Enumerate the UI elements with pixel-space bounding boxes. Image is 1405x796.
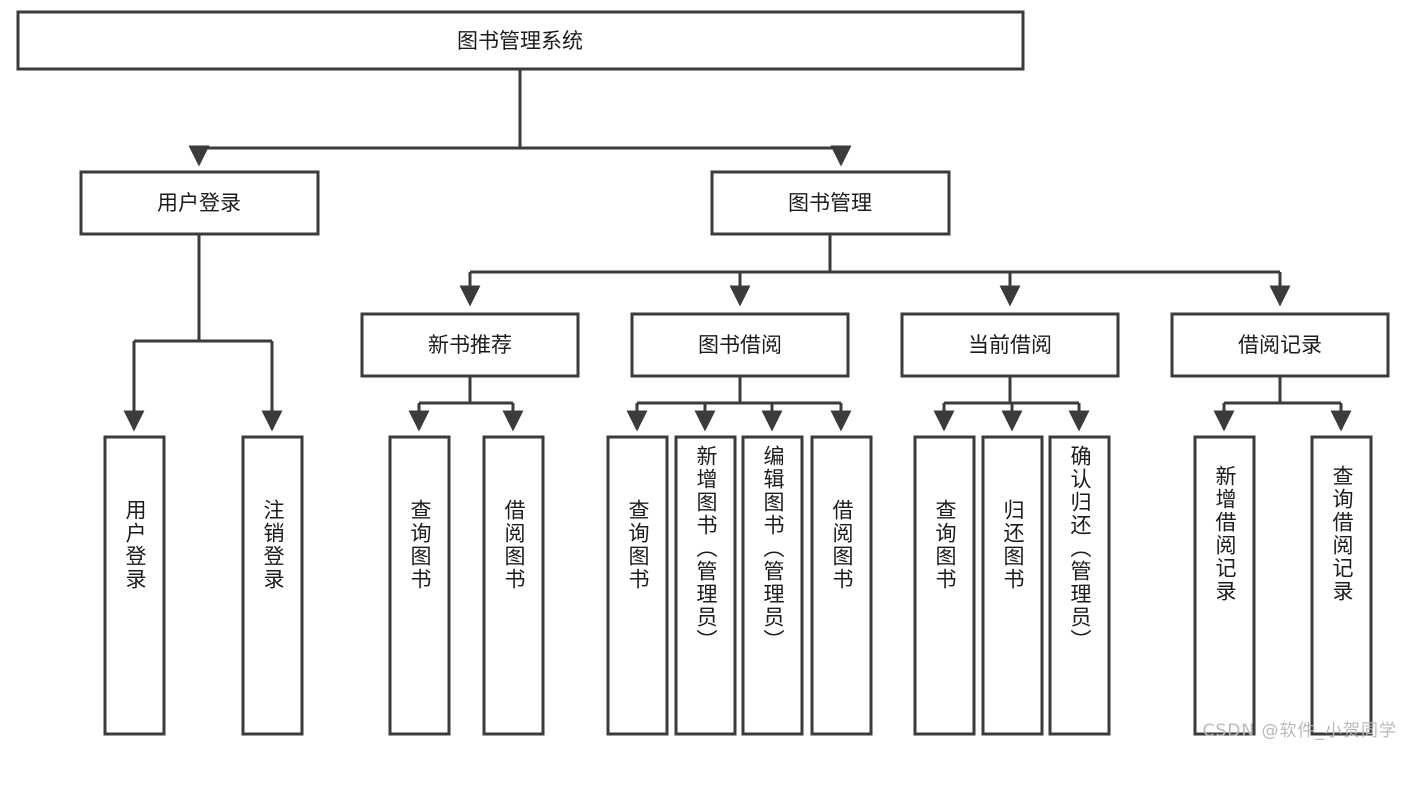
leaf-box[interactable] bbox=[1310, 435, 1373, 736]
tree-diagram: 图书管理系统 用户登录 图书管理 新书推荐 图书借阅 当前借阅 借阅记录 bbox=[16, 10, 1390, 736]
connector-root-to-level1 bbox=[188, 69, 852, 167]
connector-current-borrow-to-leaves bbox=[933, 376, 1090, 432]
connector-book-mgmt-to-level2 bbox=[459, 234, 1291, 307]
node-book-borrow-label: 图书借阅 bbox=[698, 333, 782, 357]
node-current-borrow-label: 当前借阅 bbox=[968, 333, 1052, 357]
leaf-box[interactable] bbox=[981, 435, 1044, 736]
connector-borrow-record-to-leaves bbox=[1213, 376, 1352, 432]
leaf-box[interactable] bbox=[606, 435, 669, 736]
node-book-management-label: 图书管理 bbox=[788, 191, 872, 215]
node-book-borrow[interactable]: 图书借阅 bbox=[630, 312, 850, 378]
leaf-box[interactable] bbox=[741, 435, 804, 736]
node-borrow-record-label: 借阅记录 bbox=[1238, 333, 1322, 357]
node-borrow-record[interactable]: 借阅记录 bbox=[1170, 312, 1390, 378]
leaf-box[interactable] bbox=[810, 435, 873, 736]
node-book-management[interactable]: 图书管理 bbox=[710, 170, 951, 236]
diagram-canvas: 图书管理系统 用户登录 图书管理 新书推荐 图书借阅 当前借阅 借阅记录 bbox=[16, 10, 1397, 741]
leaf-box[interactable] bbox=[1193, 435, 1256, 736]
leaf-box[interactable] bbox=[103, 435, 166, 736]
connector-user-login-to-leaves bbox=[123, 234, 283, 432]
node-root[interactable]: 图书管理系统 bbox=[16, 10, 1025, 71]
connector-book-borrow-to-leaves bbox=[626, 376, 852, 432]
node-new-book-recommend-label: 新书推荐 bbox=[428, 333, 512, 357]
node-user-login-label: 用户登录 bbox=[157, 191, 241, 215]
leaf-box[interactable] bbox=[482, 435, 545, 736]
watermark: CSDN @软件_小贺同学 bbox=[1202, 721, 1397, 741]
node-current-borrow[interactable]: 当前借阅 bbox=[900, 312, 1120, 378]
node-root-label: 图书管理系统 bbox=[457, 29, 583, 53]
connector-new-book-to-leaves bbox=[408, 376, 524, 432]
leaf-box[interactable] bbox=[674, 435, 737, 736]
leaf-boxes bbox=[103, 435, 1373, 736]
leaf-box[interactable] bbox=[241, 435, 304, 736]
node-new-book-recommend[interactable]: 新书推荐 bbox=[360, 312, 580, 378]
node-user-login[interactable]: 用户登录 bbox=[79, 170, 320, 236]
leaf-box[interactable] bbox=[388, 435, 451, 736]
leaf-box[interactable] bbox=[913, 435, 976, 736]
leaf-box[interactable] bbox=[1048, 435, 1111, 736]
